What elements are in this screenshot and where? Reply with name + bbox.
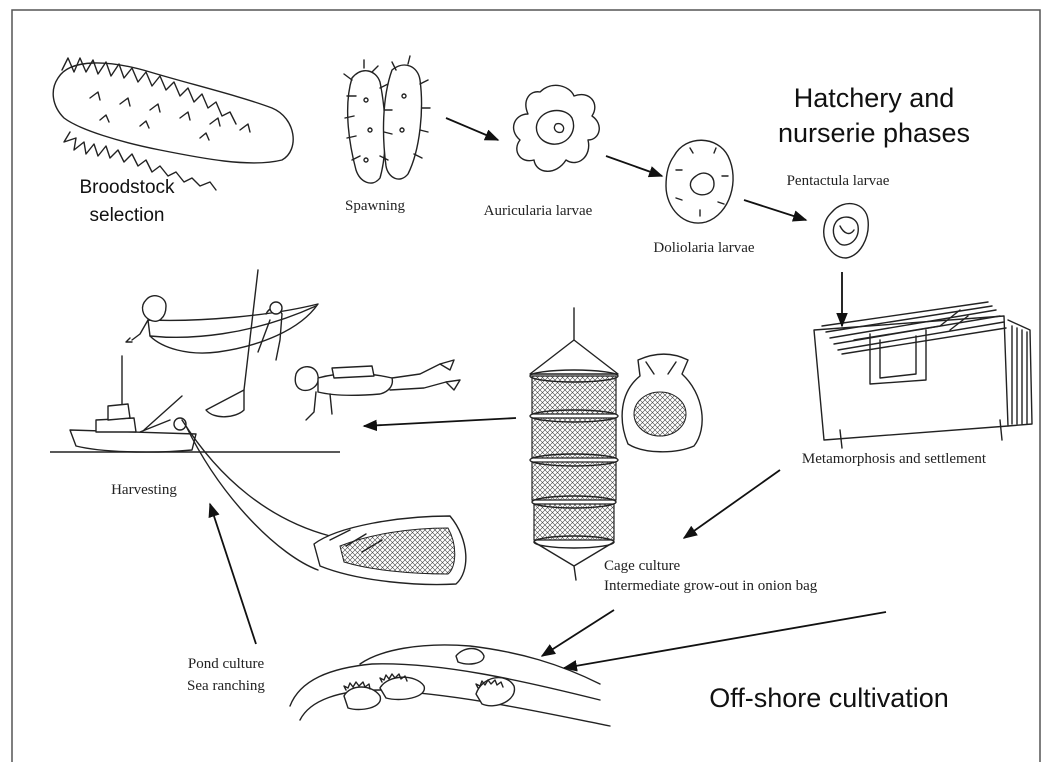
lantern-cage-net-illustration: [530, 308, 618, 580]
tow-line: [182, 420, 330, 536]
doliolaria-larvae-illustration: [666, 140, 733, 223]
arrow-settlement-to-cage: [684, 470, 780, 538]
harvesting-label: Harvesting: [111, 482, 177, 498]
arrow-pond-to-harvest: [210, 504, 256, 644]
cage-culture-label-line1: Cage culture: [604, 558, 681, 574]
onion-bag-illustration: [622, 354, 702, 452]
settlement-tank-illustration: [814, 302, 1032, 448]
fishing-vessel-illustration: [70, 356, 196, 452]
offshore-phase-title: Off-shore cultivation: [709, 683, 949, 713]
arrow-cage-to-harvest: [364, 418, 516, 426]
auricularia-larvae-illustration: [514, 85, 600, 171]
harvest-net-sled-illustration: [314, 516, 466, 584]
arrow-doliolaria-to-pentactula: [744, 200, 806, 220]
harvest-boat-illustration: [126, 270, 318, 417]
arrow-settlement-to-pond: [564, 612, 886, 668]
arrow-cage-to-pond: [542, 610, 614, 656]
auricularia-label: Auricularia larvae: [484, 203, 593, 219]
broodstock-label-line1: Broodstock: [79, 177, 175, 198]
spawning-label: Spawning: [345, 198, 406, 214]
doliolaria-label: Doliolaria larvae: [653, 240, 755, 256]
hatchery-phase-title-line1: Hatchery and: [794, 83, 955, 113]
pond-culture-label-line1: Pond culture: [188, 656, 265, 672]
metamorphosis-label: Metamorphosis and settlement: [802, 451, 987, 467]
pentactula-label: Pentactula larvae: [787, 173, 890, 189]
arrow-spawning-to-auricularia: [446, 118, 498, 140]
hatchery-phase-title-line2: nurserie phases: [778, 118, 970, 148]
spawning-illustration: [344, 56, 430, 183]
pond-culture-label-line2: Sea ranching: [187, 678, 265, 694]
arrow-auricularia-to-doliolaria: [606, 156, 662, 176]
cage-culture-label-line2: Intermediate grow-out in onion bag: [604, 578, 818, 594]
scuba-diver-illustration: [295, 360, 460, 420]
pentactula-larvae-illustration: [824, 204, 869, 258]
broodstock-sea-cucumber-illustration: [53, 58, 293, 190]
broodstock-label-line2: selection: [90, 205, 165, 226]
pond-sea-ranching-illustration: [290, 645, 610, 726]
